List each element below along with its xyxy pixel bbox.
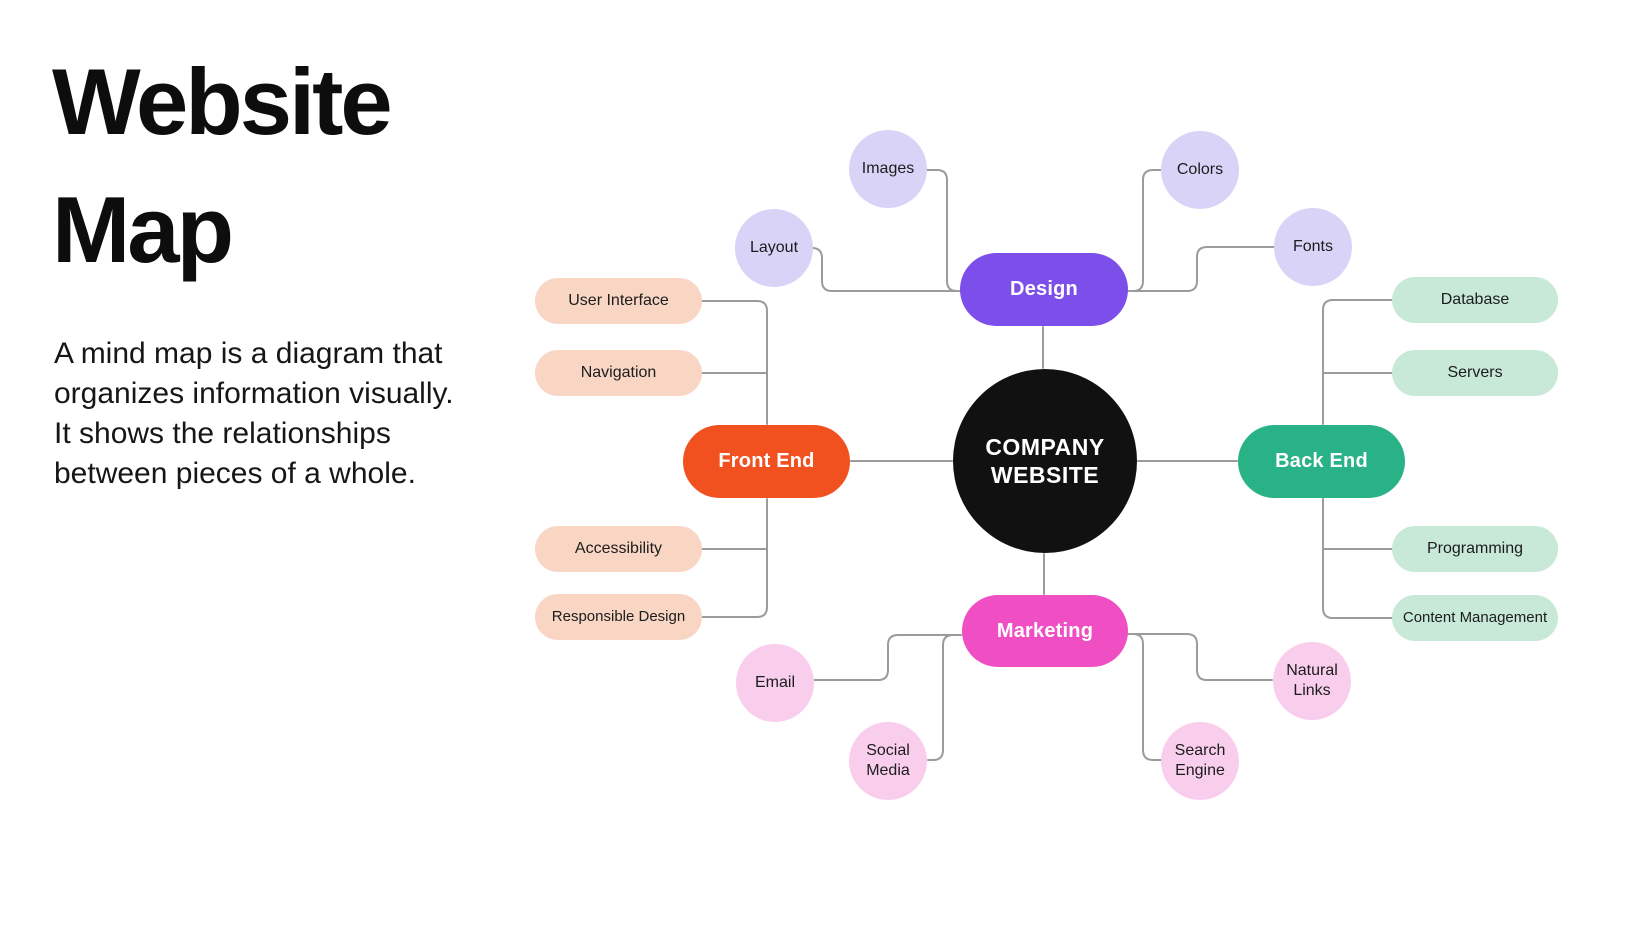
leaf-node-images: Images — [849, 130, 927, 208]
branch-node-front-end: Front End — [683, 425, 850, 498]
branch-node-design: Design — [960, 253, 1128, 326]
center-label-line1: COMPANY — [985, 434, 1105, 460]
leaf-node-user-interface: User Interface — [535, 278, 702, 324]
connector-layout-design — [810, 247, 962, 292]
connector-socialmedia-marketing — [927, 634, 962, 761]
leaf-node-database: Database — [1392, 277, 1558, 323]
leaf-node-colors: Colors — [1161, 131, 1239, 209]
leaf-node-responsible-design: Responsible Design — [535, 594, 702, 640]
leaf-node-programming: Programming — [1392, 526, 1558, 572]
leaf-node-search-engine: Search Engine — [1161, 722, 1239, 800]
connector-images-design — [924, 169, 962, 292]
connector-fonts-design — [1126, 246, 1275, 292]
node-company-website: COMPANY WEBSITE — [953, 369, 1137, 553]
branch-node-marketing: Marketing — [962, 595, 1128, 667]
branch-node-back-end: Back End — [1238, 425, 1405, 498]
leaf-node-fonts: Fonts — [1274, 208, 1352, 286]
leaf-node-navigation: Navigation — [535, 350, 702, 396]
leaf-node-content-management: Content Management — [1392, 595, 1558, 641]
leaf-node-servers: Servers — [1392, 350, 1558, 396]
page-description: A mind map is a diagram that organizes i… — [54, 337, 454, 490]
connector-responsibledesign-frontend — [700, 498, 768, 618]
connector-searchengine-marketing — [1127, 633, 1162, 761]
connector-contentmanagement-backend — [1322, 498, 1393, 619]
leaf-node-email: Email — [736, 644, 814, 722]
leaf-node-accessibility: Accessibility — [535, 526, 702, 572]
leaf-node-layout: Layout — [735, 209, 813, 287]
connector-userinterface-frontend — [700, 300, 768, 425]
page-title: Website Map — [52, 49, 393, 282]
connector-colors-design — [1126, 169, 1164, 292]
center-label-line2: WEBSITE — [990, 462, 1100, 488]
connector-naturallinks-marketing — [1127, 633, 1273, 681]
connector-email-marketing — [813, 634, 962, 681]
leaf-node-social-media: Social Media — [849, 722, 927, 800]
leaf-node-natural-links: Natural Links — [1273, 642, 1351, 720]
connector-database-backend — [1322, 299, 1393, 425]
